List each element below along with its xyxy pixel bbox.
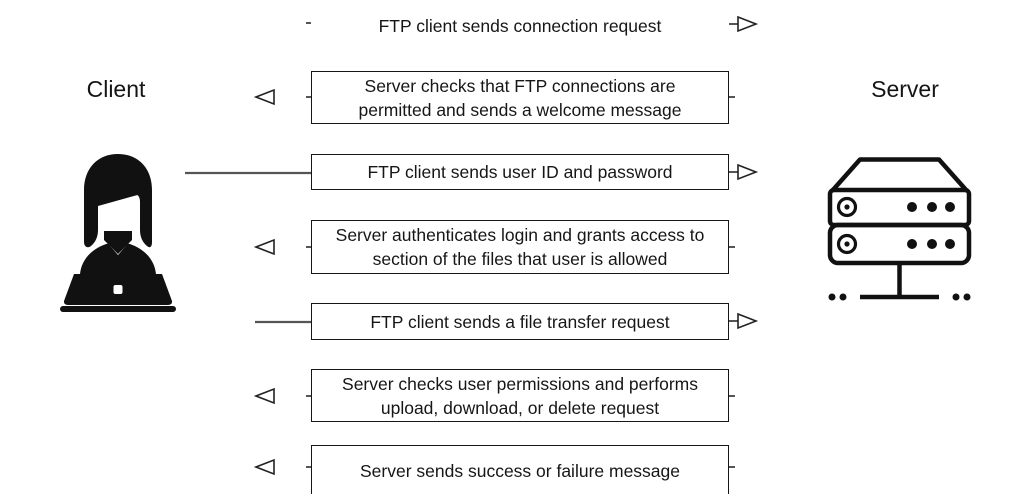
arrowhead-right-icon	[737, 312, 759, 330]
arrowhead-left-icon	[253, 88, 275, 106]
message-box: Server sends success or failure message	[311, 445, 729, 494]
message-box: FTP client sends a file transfer request	[311, 303, 729, 340]
arrowhead-right-icon	[737, 15, 759, 33]
client-label: Client	[86, 76, 146, 102]
server-rack-icon	[827, 155, 972, 308]
message-box: Server authenticates login and grants ac…	[311, 220, 729, 274]
server-label: Server	[871, 76, 939, 102]
arrowhead-left-icon	[253, 387, 275, 405]
message-box: FTP client sends user ID and password	[311, 154, 729, 190]
message-box: Server checks user permissions and perfo…	[311, 369, 729, 422]
message-box: FTP client sends connection request	[311, 3, 729, 49]
client-person-icon	[58, 150, 193, 317]
message-box: Server checks that FTP connections are p…	[311, 71, 729, 124]
arrowhead-left-icon	[253, 458, 275, 476]
arrowhead-left-icon	[253, 238, 275, 256]
arrowhead-right-icon	[737, 163, 759, 181]
